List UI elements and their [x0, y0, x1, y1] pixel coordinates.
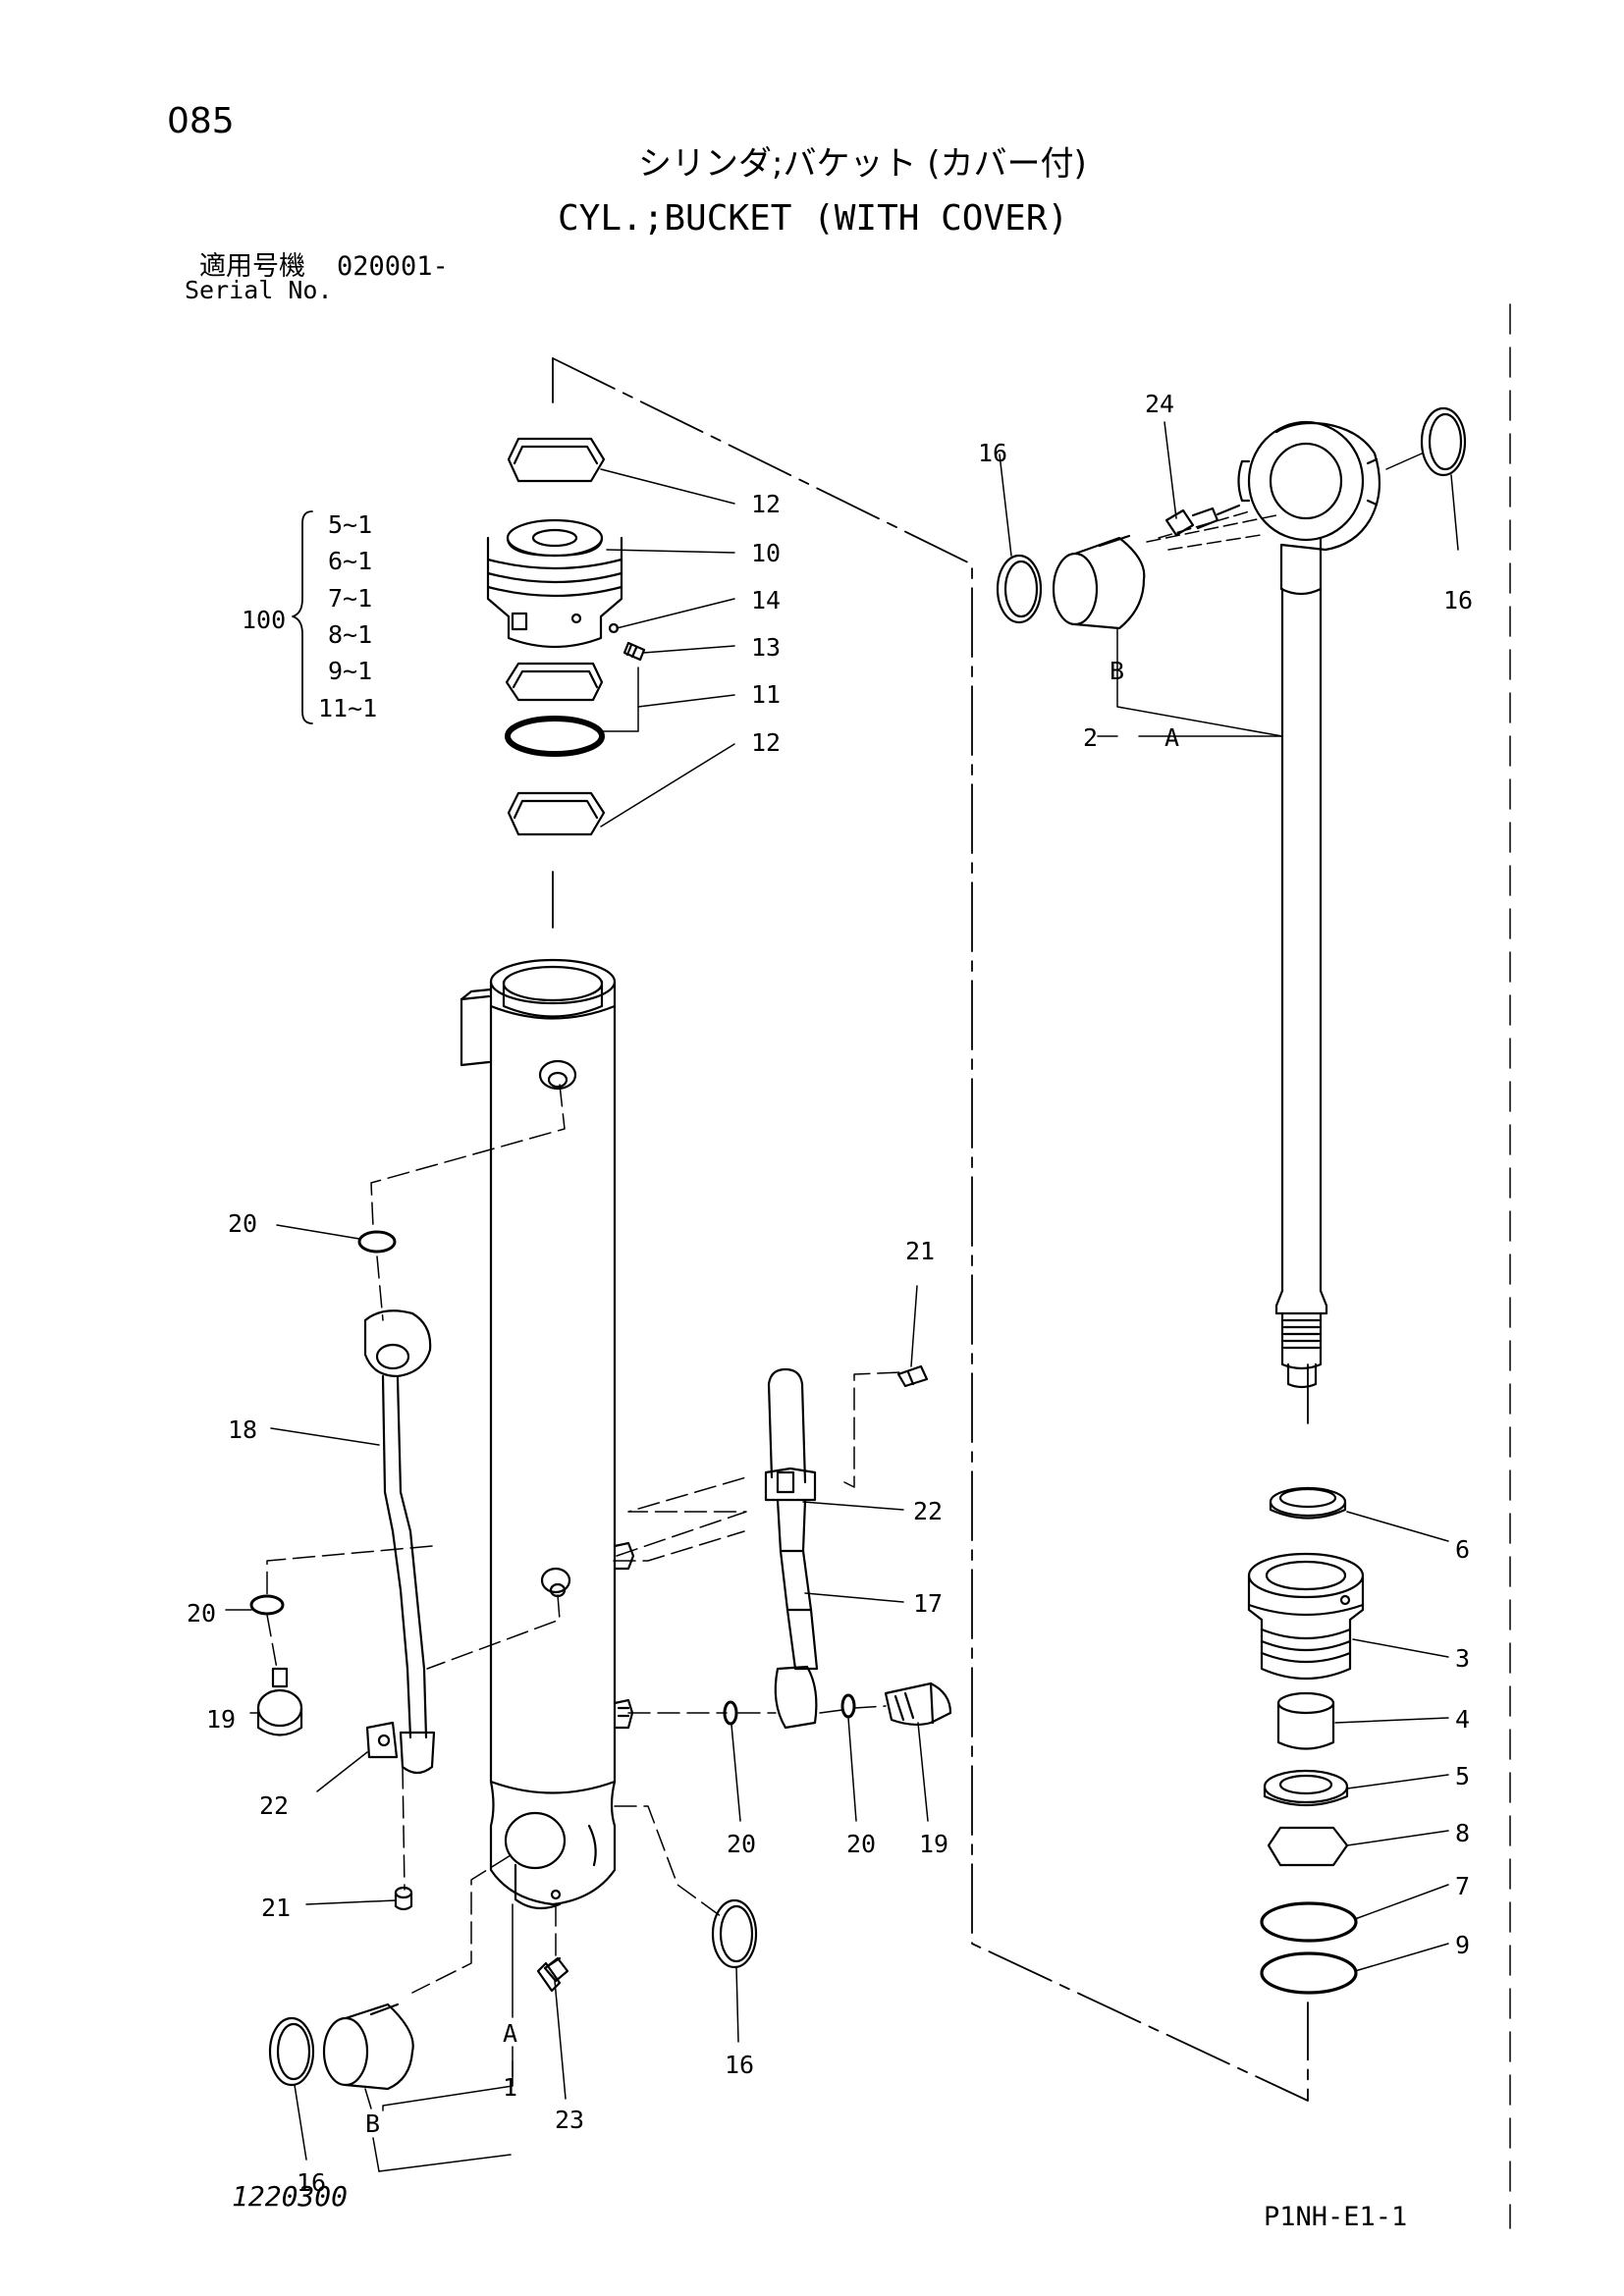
label-18: 18 — [228, 1415, 257, 1444]
label-a-rod: A — [1164, 723, 1179, 752]
seal-6 — [1269, 1486, 1347, 1520]
kit-item-3: 7~1 — [328, 584, 372, 613]
rod-connect-lines — [1146, 453, 1423, 551]
figure-code: 1220300 — [232, 2180, 349, 2213]
label-16-bottom-left: 16 — [297, 2168, 326, 2197]
part-number-labels: 100 5~1 6~1 7~1 8~1 9~1 11~1 12 10 14 13… — [187, 390, 1473, 2197]
label-20-mid: 20 — [187, 1599, 216, 1628]
label-19-right: 19 — [919, 1830, 948, 1858]
label-7: 7 — [1455, 1872, 1470, 1900]
serial-label-english: Serial No. — [185, 276, 333, 304]
label-5: 5 — [1455, 1762, 1470, 1790]
label-13: 13 — [751, 633, 781, 662]
bolt-21-bottom — [394, 1886, 413, 1911]
wear-ring-12-bottom — [507, 791, 606, 836]
label-6: 6 — [1455, 1535, 1470, 1564]
leader-lines — [225, 421, 1459, 2172]
kit-item-1: 5~1 — [328, 510, 372, 539]
tube-17 — [764, 1367, 819, 1730]
kit-item-2: 6~1 — [328, 547, 372, 575]
label-22-left: 22 — [259, 1791, 289, 1820]
plug-19-left — [256, 1667, 303, 1736]
label-19-left: 19 — [206, 1705, 236, 1734]
set-screw-13 — [623, 641, 646, 662]
label-a-tube: A — [503, 2019, 517, 2048]
title-english: CYL.;BUCKET (WITH COVER) — [558, 198, 1069, 239]
label-23: 23 — [555, 2106, 584, 2134]
o-ring-11 — [505, 716, 605, 757]
label-24: 24 — [1145, 390, 1174, 418]
label-9: 9 — [1455, 1931, 1470, 1959]
label-4: 4 — [1455, 1705, 1470, 1734]
title-japanese: シリンダ;バケット (カバー付) — [638, 144, 1087, 184]
label-20-b2: 20 — [846, 1830, 876, 1858]
kit-item-5: 9~1 — [328, 657, 372, 685]
o-ring-20-b2 — [840, 1693, 856, 1719]
kit-item-4: 8~1 — [328, 620, 372, 649]
kit-item-6: 11~1 — [318, 694, 377, 722]
dust-seal-16-rod-left — [996, 554, 1043, 624]
slide-ring-5 — [1263, 1769, 1349, 1807]
label-22-right: 22 — [913, 1497, 943, 1525]
label-b-rod: B — [1110, 657, 1124, 685]
label-17: 17 — [913, 1589, 943, 1618]
label-16-rod-right: 16 — [1443, 586, 1473, 614]
dust-seal-16-bottom-left — [268, 2016, 315, 2087]
piston-3 — [1247, 1552, 1365, 1681]
label-2: 2 — [1083, 723, 1098, 752]
label-16-rod-left: 16 — [978, 439, 1007, 467]
label-11: 11 — [751, 680, 781, 709]
label-b-tube: B — [365, 2109, 380, 2138]
bushing-tube-end — [322, 2002, 414, 2091]
sheet-code: P1NH-E1-1 — [1264, 2202, 1408, 2232]
dust-seal-16-bottom-mid — [711, 1898, 758, 1969]
page-number: 085 — [167, 101, 235, 141]
bushing-rod-end — [1052, 534, 1146, 630]
bearing-4 — [1276, 1691, 1335, 1750]
assembly-center-lines — [552, 357, 1309, 2102]
serial-label-japanese: 適用号機 — [199, 251, 305, 282]
label-21-bottom: 21 — [261, 1894, 291, 1922]
dust-seal-16-rod-right — [1420, 406, 1467, 477]
label-14: 14 — [751, 586, 781, 614]
grease-fitting-23 — [536, 1956, 569, 1993]
serial-number-value: 020001- — [337, 251, 449, 282]
pipe-connection-lines — [266, 1084, 904, 1994]
o-ring-20-mid — [249, 1594, 285, 1616]
o-ring-7 — [1260, 1901, 1358, 1943]
tube-18 — [363, 1309, 436, 1775]
label-20-top: 20 — [228, 1209, 257, 1238]
label-16-bottom-mid: 16 — [725, 2051, 754, 2079]
plug-19-right — [884, 1682, 952, 1727]
label-1: 1 — [503, 2073, 517, 2102]
label-3: 3 — [1455, 1644, 1470, 1673]
label-21-top: 21 — [905, 1237, 935, 1265]
backup-ring-11 — [505, 662, 604, 702]
label-12-top: 12 — [751, 490, 781, 518]
o-ring-9 — [1260, 1951, 1358, 1995]
bolt-21-top — [896, 1364, 929, 1388]
grease-fitting-24 — [1164, 504, 1241, 537]
backup-ring-8 — [1267, 1826, 1349, 1867]
wear-ring-12-top — [507, 437, 606, 483]
cylinder-tube-1 — [460, 958, 635, 1910]
label-12-bottom: 12 — [751, 728, 781, 757]
piston-rod-2 — [1237, 420, 1381, 1389]
kit-number: 100 — [242, 606, 286, 634]
rod-cover-10 — [486, 518, 623, 649]
label-20-b1: 20 — [727, 1830, 756, 1858]
o-ring-20-top — [357, 1230, 397, 1254]
label-8: 8 — [1455, 1819, 1470, 1847]
kit-brace — [292, 510, 313, 724]
label-10: 10 — [751, 539, 781, 567]
